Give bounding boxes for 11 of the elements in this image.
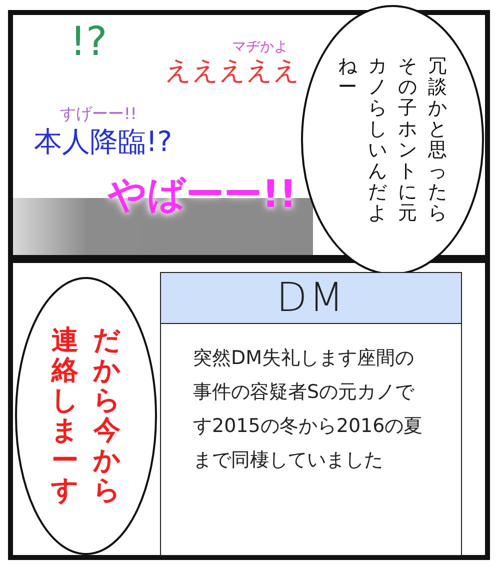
dialogue-text: だから今から連絡しまーす <box>50 326 122 506</box>
window-title: DM <box>161 273 461 324</box>
sound-effect-text: !? <box>70 22 108 62</box>
message-window <box>160 272 462 556</box>
sound-effect-text: マヂかよ <box>232 40 288 54</box>
dialogue-text: 冗談かと思ったらその子ホントに元カノらしいんだよねー <box>337 56 448 224</box>
speech-bubble <box>14 276 158 556</box>
sound-effect-text: えええええ <box>165 58 300 84</box>
message-text: 突然DM失礼します座間の事件の容疑者Sの元カノです2015の冬から2016の夏まで同棲していました <box>193 346 424 473</box>
sound-effect-text: 本人降臨!? <box>34 128 172 156</box>
sound-effect-text: すげーー!! <box>60 106 137 122</box>
